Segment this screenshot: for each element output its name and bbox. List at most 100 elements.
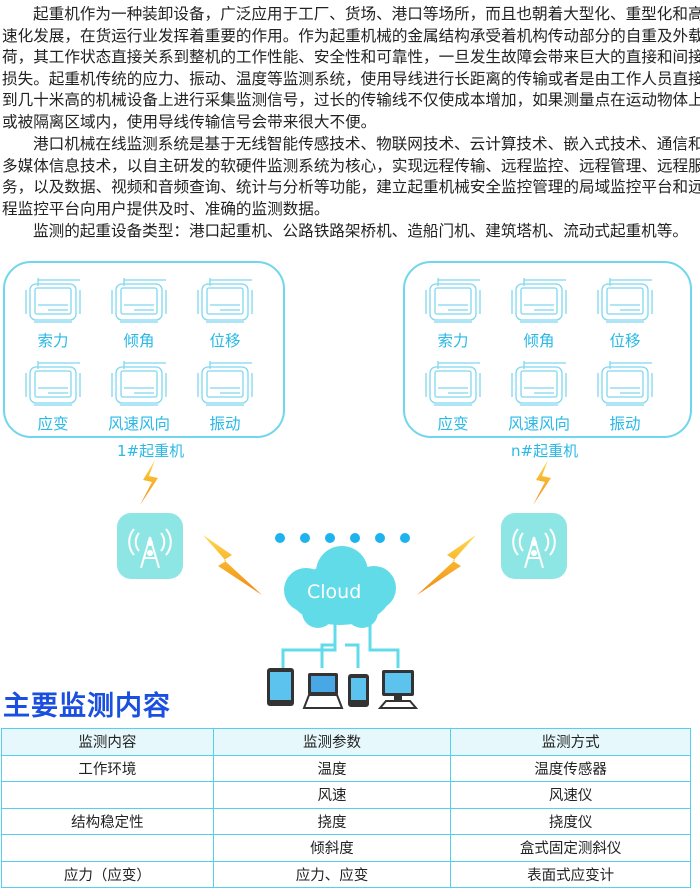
sensor-right: 倾角 xyxy=(496,272,582,351)
wireless-tower-left xyxy=(117,513,183,579)
table-cell: 温度 xyxy=(212,754,452,782)
table-header-row: 监测内容 监测参数 监测方式 xyxy=(1,728,691,756)
column-header: 监测参数 xyxy=(212,728,452,756)
table-cell: 表面式应变计 xyxy=(450,860,691,888)
ellipsis-dot xyxy=(350,533,360,543)
lightning-icon xyxy=(533,460,551,505)
sensor-right: 索力 xyxy=(410,272,496,351)
sensor-left: 振动 xyxy=(182,355,268,434)
text-line: 港口机械在线监测系统是基于无线智能传感技术、物联网技术、云计算技术、嵌入式技术、… xyxy=(33,135,700,153)
sensor-label: 索力 xyxy=(437,332,469,350)
sensor-label: 风速风向 xyxy=(107,415,170,433)
table-cell: 盒式固定测斜仪 xyxy=(450,834,691,862)
ellipsis-dot xyxy=(375,533,385,543)
section-title: 主要监测内容 xyxy=(3,691,171,722)
column-header: 监测方式 xyxy=(450,728,691,756)
wireless-sensor-icon xyxy=(511,278,567,323)
sensor-left: 风速风向 xyxy=(96,355,182,434)
sensor-left: 倾角 xyxy=(96,272,182,351)
wireless-sensor-icon xyxy=(197,278,253,323)
table-cell: 应力、应变 xyxy=(212,860,452,888)
ellipsis-dot xyxy=(300,533,310,543)
tablet-icon xyxy=(267,668,294,706)
wireless-sensor-icon xyxy=(111,278,167,323)
sensor-label: 倾角 xyxy=(123,332,155,350)
table-row: 工作环境温度温度传感器 xyxy=(1,754,691,782)
lightning-icon xyxy=(140,460,158,505)
table-row: 倾斜度盒式固定测斜仪 xyxy=(1,834,691,862)
table-cell: 工作环境 xyxy=(1,754,214,782)
ellipsis-dot xyxy=(325,533,335,543)
table-cell: 挠度 xyxy=(212,807,452,835)
text-line: 速化发展，在货运行业发挥着重要的作用。作为起重机械的金属结构承受着机构传动部分的… xyxy=(2,26,700,45)
text-line: 损失。起重机传统的应力、振动、温度等监测系统，使用导线进行长距离的传输或者是由工… xyxy=(2,69,700,88)
table-cell xyxy=(1,781,214,809)
sensor-label: 索力 xyxy=(37,332,69,350)
wireless-sensor-icon xyxy=(597,278,653,323)
table-cell: 风速 xyxy=(212,781,452,809)
crane-1-label: 1#起重机 xyxy=(117,442,185,460)
column-header: 监测内容 xyxy=(1,728,214,756)
monitor-icon xyxy=(377,670,419,709)
table-cell: 温度传感器 xyxy=(450,754,691,782)
wireless-sensor-icon xyxy=(425,361,481,406)
table-row: 应力（应变）应力、应变表面式应变计 xyxy=(1,860,691,888)
crane-n-sensor-group xyxy=(403,261,692,438)
cloud-label: Cloud xyxy=(307,581,362,603)
lightning-icon xyxy=(417,535,476,595)
table-cell: 应力（应变） xyxy=(1,860,214,888)
sensor-right: 风速风向 xyxy=(496,355,582,434)
crane-n-label: n#起重机 xyxy=(511,442,579,460)
intro-paragraph-1: 起重机作为一种装卸设备，广泛应用于工厂、货场、港口等场所，而且也朝着大型化、重型… xyxy=(2,4,700,134)
signal-tower-icon xyxy=(512,528,556,569)
table-cell: 风速仪 xyxy=(450,781,691,809)
wireless-sensor-icon xyxy=(25,361,81,406)
monitoring-table: 监测内容 监测参数 监测方式 工作环境温度温度传感器 风速风速仪 结构稳定性挠度… xyxy=(1,728,691,888)
ellipsis-dot xyxy=(400,533,410,543)
wireless-sensor-icon xyxy=(25,278,81,323)
sensor-label: 位移 xyxy=(609,332,641,350)
table-cell: 结构稳定性 xyxy=(1,807,214,835)
text-line: 或被隔离区域内，使用导线传输信号会带来很大不便。 xyxy=(2,112,377,131)
crane-1-sensor-group xyxy=(3,261,285,438)
text-line: 荷，其工作状态直接关系到整机的工作性能、安全性和可靠性，一旦发生故障会带来巨大的… xyxy=(2,48,700,67)
text-line: 程监控平台向用户提供及时、准确的监测数据。 xyxy=(2,199,330,218)
laptop-icon xyxy=(302,673,344,709)
table-row: 风速风速仪 xyxy=(1,781,691,809)
ellipsis-dot xyxy=(275,533,285,543)
sensor-label: 振动 xyxy=(209,415,241,433)
sensor-label: 应变 xyxy=(437,415,469,433)
text-line: 到几十米高的机械设备上进行采集监测信号，过长的传输线不仅使成本增加，如果测量点在… xyxy=(2,91,700,110)
sensor-label: 位移 xyxy=(209,332,241,350)
sensor-right: 应变 xyxy=(410,355,496,434)
intro-paragraph-3: 监测的起重设备类型：港口起重机、公路铁路架桥机、造船门机、建筑塔机、流动式起重机… xyxy=(2,221,698,243)
text-line: 监测的起重设备类型：港口起重机、公路铁路架桥机、造船门机、建筑塔机、流动式起重机… xyxy=(33,222,688,240)
sensor-label: 倾角 xyxy=(523,332,555,350)
table-cell: 倾斜度 xyxy=(212,834,452,862)
wireless-sensor-icon xyxy=(597,361,653,406)
sensor-label: 振动 xyxy=(609,415,641,433)
signal-tower-icon xyxy=(128,528,172,569)
table-cell: 挠度仪 xyxy=(450,807,691,835)
lightning-icon xyxy=(203,535,262,595)
sensor-left: 位移 xyxy=(182,272,268,351)
intro-paragraph-2: 港口机械在线监测系统是基于无线智能传感技术、物联网技术、云计算技术、嵌入式技术、… xyxy=(2,134,700,220)
sensor-label: 风速风向 xyxy=(507,415,570,433)
wireless-sensor-icon xyxy=(197,361,253,406)
text-line: 多媒体信息技术，以自主研发的软硬件监测系统为核心，实现远程传输、远程监控、远程管… xyxy=(2,156,700,175)
sensor-left: 应变 xyxy=(10,355,96,434)
wireless-sensor-icon xyxy=(111,361,167,406)
wireless-sensor-icon xyxy=(425,278,481,323)
wireless-tower-right xyxy=(501,513,567,579)
sensor-right: 振动 xyxy=(582,355,668,434)
sensor-label: 应变 xyxy=(37,415,69,433)
sensor-left: 索力 xyxy=(10,272,96,351)
phone-icon xyxy=(348,674,369,707)
wireless-sensor-icon xyxy=(511,361,567,406)
table-row: 结构稳定性挠度挠度仪 xyxy=(1,807,691,835)
table-cell xyxy=(1,834,214,862)
sensor-right: 位移 xyxy=(582,272,668,351)
text-line: 务，以及数据、视频和音频查询、统计与分析等功能，建立起重机械安全监控管理的局域监… xyxy=(2,178,700,197)
